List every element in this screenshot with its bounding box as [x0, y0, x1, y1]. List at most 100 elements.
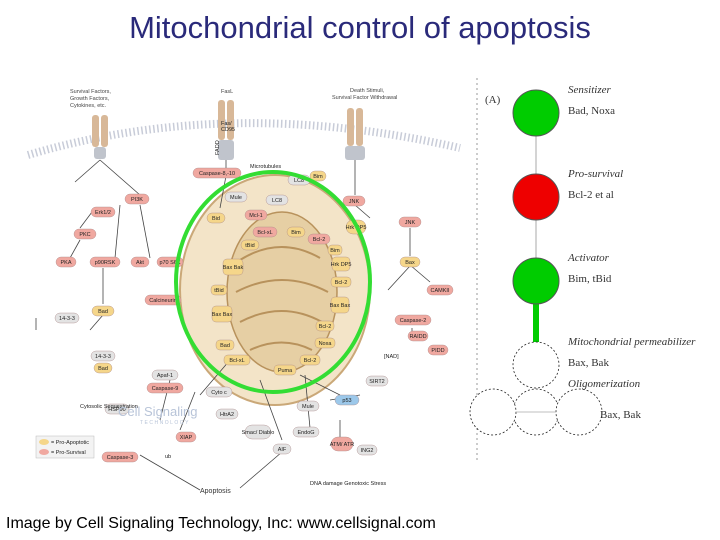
mito-node-shape: [330, 296, 350, 314]
apoptosis-label: Apoptosis: [200, 488, 231, 495]
pathway-node-label: ING2: [361, 448, 374, 454]
pathway-node-label: Bim: [313, 174, 323, 180]
oligomer-circles: [469, 388, 603, 436]
microtubules-label: Microtubules: [250, 164, 281, 170]
legend: = Pro-Apoptotic = Pro-Survival: [35, 435, 95, 459]
pathway-node-label: Bcl-xL: [257, 230, 272, 236]
pathway-node-shape: [296, 400, 320, 412]
pathway-node-shape: [330, 436, 354, 452]
mito-node-label: Bax Bax: [330, 303, 351, 309]
pathway-node-shape: [399, 256, 421, 268]
header-survival-factors-3: Cytokines, etc.: [70, 103, 107, 109]
pathway-node-label: Bid: [212, 216, 220, 222]
pathway-node-shape: [292, 426, 320, 438]
pathway-node-label: Mule: [302, 404, 314, 410]
legend-pro-apoptotic: = Pro-Apoptotic: [51, 440, 89, 446]
pathway-node-shape: [206, 212, 226, 224]
pathway-node-label: Bax: [405, 260, 415, 266]
mito-node-shape: [273, 364, 297, 376]
mito-node-label: Bcl-2: [319, 324, 332, 330]
receptor-label-2: CD95: [221, 127, 235, 133]
pathway-node-shape: [286, 226, 306, 238]
pro-survival-circle: [512, 173, 560, 221]
mito-node-label: Noxa: [319, 341, 333, 347]
mito-node-label: Puma: [278, 368, 293, 374]
pathway-node-label: Mcl-1: [249, 213, 262, 219]
pathway-node-label: Caspase-9: [152, 386, 179, 392]
stage-role-oligomerization: Oligomerization: [568, 378, 641, 390]
stage-members-sensitizer: Bad, Noxa: [568, 105, 615, 117]
note-dna-damage: DNA damage Genotoxic Stress: [310, 481, 386, 487]
pathway-node-label: EndoG: [297, 430, 314, 436]
pathway-node-label: Erk1/2: [95, 210, 111, 216]
pathway-node-label: RAIDD: [409, 334, 426, 340]
pathway-node-shape: [151, 369, 179, 381]
mito-node-shape: [223, 354, 251, 366]
panel-label: (A): [485, 94, 501, 106]
activation-connector: [533, 298, 539, 342]
pathway-node-shape: [356, 444, 378, 456]
pathway-node-shape: [244, 424, 272, 440]
pathway-node-shape: [334, 394, 360, 406]
pathway-node-label: LC8: [272, 198, 282, 204]
pathway-node-shape: [244, 209, 268, 221]
mito-node-shape: [330, 276, 352, 288]
pathway-node-shape: [224, 191, 248, 203]
pathway-node-label: Bim: [291, 230, 301, 236]
mito-node-label: tBid: [214, 288, 223, 294]
pathway-node-label: AIF: [278, 447, 287, 453]
pathway-node-shape: [252, 226, 278, 238]
pathway-node-shape: [265, 194, 289, 206]
model-panel: (A) Sensitizer Bad, Noxa Pro-survival Bc…: [469, 84, 696, 436]
note-nad: [NAD]: [384, 354, 399, 360]
mito-node-shape: [215, 339, 235, 351]
pathway-node-label: JNK: [349, 199, 360, 205]
pathway-node-label: p90RSK: [95, 260, 116, 266]
pathway-node-label: Cyto c: [211, 390, 227, 396]
mito-node-shape: [299, 354, 321, 366]
pathway-node-shape: [342, 195, 366, 207]
pathway-node-shape: [89, 256, 121, 268]
watermark-sub: TECHNOLOGY: [140, 420, 190, 426]
mito-node-label: Bim: [330, 248, 340, 254]
pathway-diagram: Survival Factors, Growth Factors, Cytoki…: [26, 88, 461, 495]
pathway-node-label: Apaf-1: [157, 373, 173, 379]
pathway-node-label: XIAP: [180, 435, 193, 441]
mito-node-label: Hrk DP5: [331, 262, 352, 268]
pathway-node-shape: [146, 382, 184, 394]
mito-node-shape: [315, 320, 335, 332]
mito-node-label: Bcl-2: [335, 280, 348, 286]
mito-node-label: Bax Bax: [212, 312, 233, 318]
header-survival-factors-1: Survival Factors,: [70, 89, 111, 95]
stage-role-activator: Activator: [567, 252, 610, 264]
stage-members-permeabilizer: Bax, Bak: [568, 357, 609, 369]
legend-pro-survival: = Pro-Survival: [51, 450, 86, 456]
header-death-stimuli-1: Death Stimuli,: [350, 88, 385, 94]
stage-role-pro-survival: Pro-survival: [567, 168, 623, 180]
pathway-node-shape: [175, 431, 197, 443]
pathway-node-label: 14-3-3: [95, 354, 111, 360]
pathway-node-label: ATM/ ATR: [330, 442, 355, 448]
pathway-node-shape: [124, 193, 150, 205]
pathway-node-shape: [90, 206, 116, 218]
pathway-node-shape: [91, 305, 115, 317]
stage-members-pro-survival: Bcl-2 et al: [568, 189, 614, 201]
watermark-text: Cell Signaling: [118, 404, 198, 419]
pathway-node-shape: [90, 350, 116, 362]
pathway-node-shape: [426, 284, 454, 296]
pathway-node-shape: [398, 216, 422, 228]
mito-node-shape: [210, 284, 228, 296]
stage-members-oligomerization: Bax, Bak: [600, 409, 641, 421]
page-title: Mitochondrial control of apoptosis: [129, 10, 591, 45]
pathway-node-shape: [144, 294, 182, 306]
pathway-node-label: PI3K: [131, 197, 143, 203]
pathway-node-label: p70 S6K: [159, 260, 180, 266]
pathway-node-label: HtrA2: [220, 412, 234, 418]
pathway-node-label: Calcineurin: [149, 298, 177, 304]
header-fasl: FasL: [221, 89, 233, 95]
pathway-node-label: CAMKII: [431, 288, 450, 294]
pathway-node-label: Caspase-8,-10: [199, 171, 235, 177]
pathway-node-label: HSP90: [108, 407, 125, 413]
pathway-node-shape: [101, 451, 139, 463]
